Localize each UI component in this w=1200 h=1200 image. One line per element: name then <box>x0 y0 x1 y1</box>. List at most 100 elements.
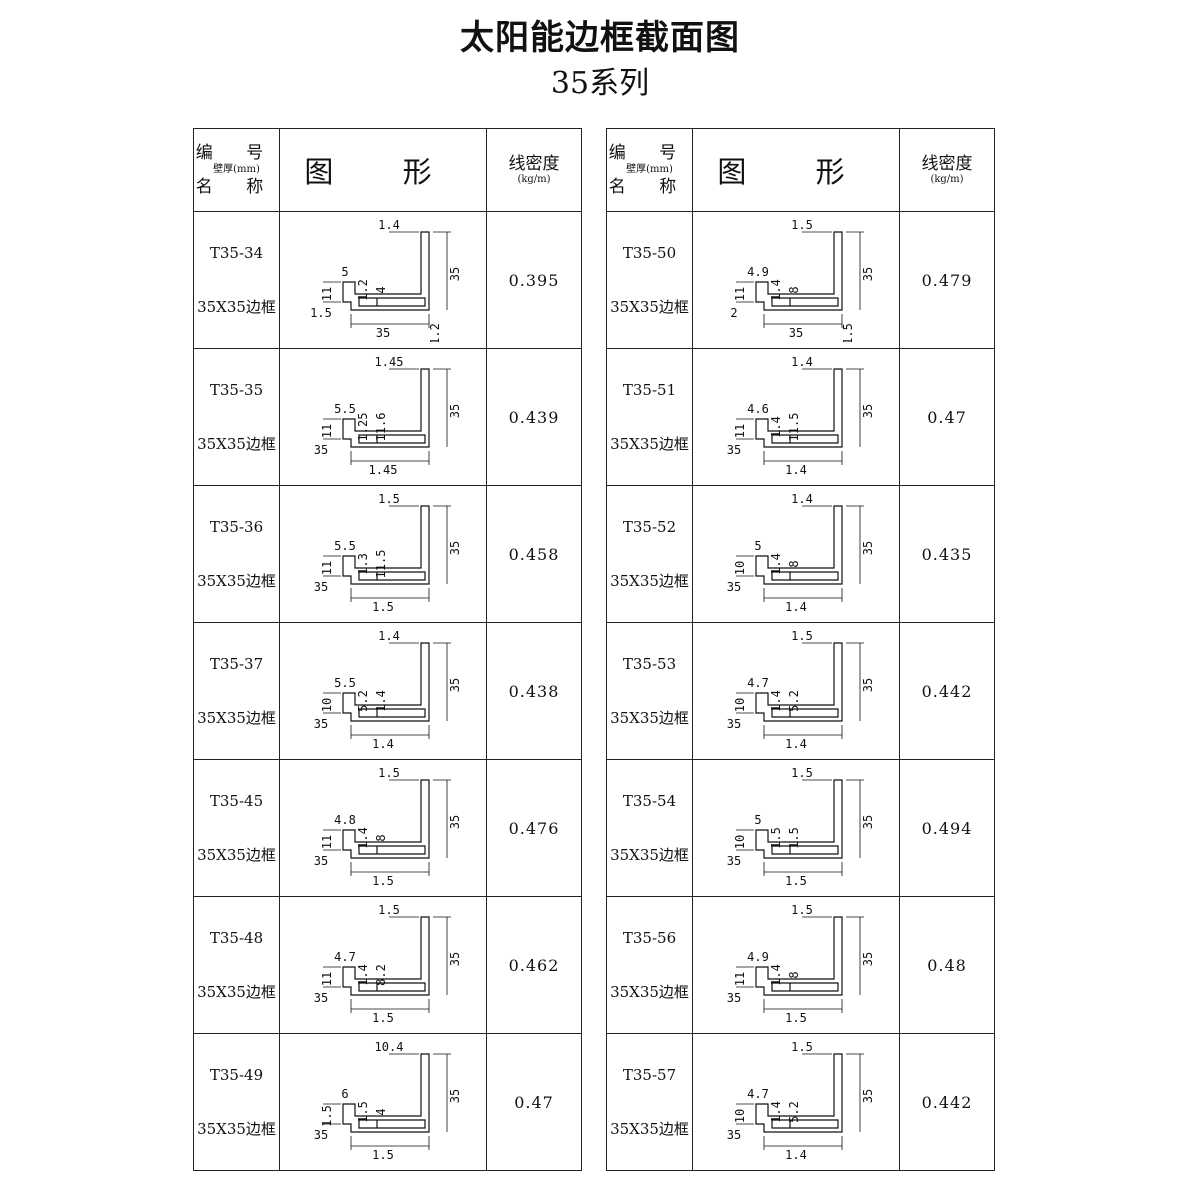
dimension-label: 1.5 <box>791 629 813 643</box>
profile-name: 35X35边框 <box>610 434 689 453</box>
dimension-label: 11 <box>733 287 747 301</box>
dimension-label: 11.6 <box>374 413 388 442</box>
dimension-label: 11 <box>733 972 747 986</box>
profile-outline <box>342 505 430 585</box>
profile-name: 35X35边框 <box>610 571 689 590</box>
dimension-label: 2 <box>730 306 737 320</box>
profile-name: 35X35边框 <box>197 1119 276 1138</box>
dimension-label: 1.5 <box>787 827 801 849</box>
dimension-label: 8.2 <box>374 964 388 986</box>
profile-name: 35X35边框 <box>610 297 689 316</box>
linear-density: 0.47 <box>899 348 995 486</box>
profile-code: T35-52 <box>622 517 677 536</box>
dimension-label: 1.4 <box>769 553 783 575</box>
dimension-label: 5.2 <box>356 690 370 712</box>
dimension-label: 35 <box>861 1089 875 1103</box>
profile-name: 35X35边框 <box>610 708 689 727</box>
dimension-label: 35 <box>448 267 462 281</box>
dimension-label: 5 <box>754 813 761 827</box>
profile-outline <box>342 779 430 859</box>
page-title: 太阳能边框截面图 <box>460 18 740 58</box>
dimension-label: 11 <box>320 287 334 301</box>
linear-density: 0.438 <box>486 622 582 760</box>
profile-name: 35X35边框 <box>197 845 276 864</box>
dimension-label: 1.4 <box>769 1101 783 1123</box>
profile-code: T35-34 <box>209 243 264 262</box>
profile-cavity <box>771 982 839 992</box>
profile-cavity <box>771 571 839 581</box>
dimension-label: 1.4 <box>769 964 783 986</box>
dimension-label: 1.5 <box>310 306 332 320</box>
dimension-label: 35 <box>861 815 875 829</box>
profile-code-cell: T35-52 35X35边框 <box>606 485 693 623</box>
dimension-label: 1.4 <box>769 279 783 301</box>
table-header-row: 编 号 壁厚(mm) 名 称 图 形 线密度 (kg/m) <box>606 128 995 212</box>
linear-density: 0.494 <box>899 759 995 897</box>
dimension-label: 1.45 <box>369 463 398 477</box>
profile-outline <box>755 368 843 448</box>
dimension-label: 1.5 <box>769 827 783 849</box>
dimension-label: 35 <box>727 580 741 594</box>
dimension-label: 1.5 <box>320 1105 334 1127</box>
dimension-label: 5.2 <box>787 690 801 712</box>
header-density: 线密度 (kg/m) <box>486 128 582 212</box>
linear-density: 0.476 <box>486 759 582 897</box>
dimension-label: 35 <box>448 541 462 555</box>
profile-outline <box>755 1053 843 1133</box>
dimension-label: 8 <box>787 286 801 293</box>
linear-density: 0.47 <box>486 1033 582 1171</box>
dimension-label: 8 <box>787 971 801 978</box>
profile-code: T35-37 <box>209 654 264 673</box>
profile-outline <box>755 231 843 311</box>
dimension-label: 1.4 <box>356 827 370 849</box>
dimension-label: 1.4 <box>356 964 370 986</box>
dimension-label: 35 <box>789 326 803 340</box>
dimension-label: 11 <box>320 561 334 575</box>
dimension-label: 4 <box>374 1108 388 1115</box>
profile-code: T35-49 <box>209 1065 264 1084</box>
dimension-label: 35 <box>727 991 741 1005</box>
profile-outline <box>755 916 843 996</box>
dimension-label: 35 <box>727 1128 741 1142</box>
profile-name: 35X35边框 <box>197 571 276 590</box>
dimension-label: 10 <box>733 698 747 712</box>
dimension-label: 1.4 <box>374 690 388 712</box>
dimension-label: 1.4 <box>378 218 400 232</box>
dimension-label: 4.9 <box>747 950 769 964</box>
profile-code-cell: T35-49 35X35边框 <box>193 1033 280 1171</box>
dimension-label: 35 <box>861 404 875 418</box>
dimension-label: 35 <box>727 717 741 731</box>
profile-code: T35-56 <box>622 928 677 947</box>
header-shape: 图 形 <box>692 128 900 212</box>
dimension-label: 5 <box>341 265 348 279</box>
dimension-label: 35 <box>314 854 328 868</box>
dimension-label: 10 <box>320 698 334 712</box>
profile-cavity <box>771 1119 839 1129</box>
dimension-label: 35 <box>861 952 875 966</box>
header-code: 编 号 壁厚(mm) 名 称 <box>606 128 693 212</box>
profile-code: T35-48 <box>209 928 264 947</box>
dimension-label: 1.4 <box>785 600 807 614</box>
